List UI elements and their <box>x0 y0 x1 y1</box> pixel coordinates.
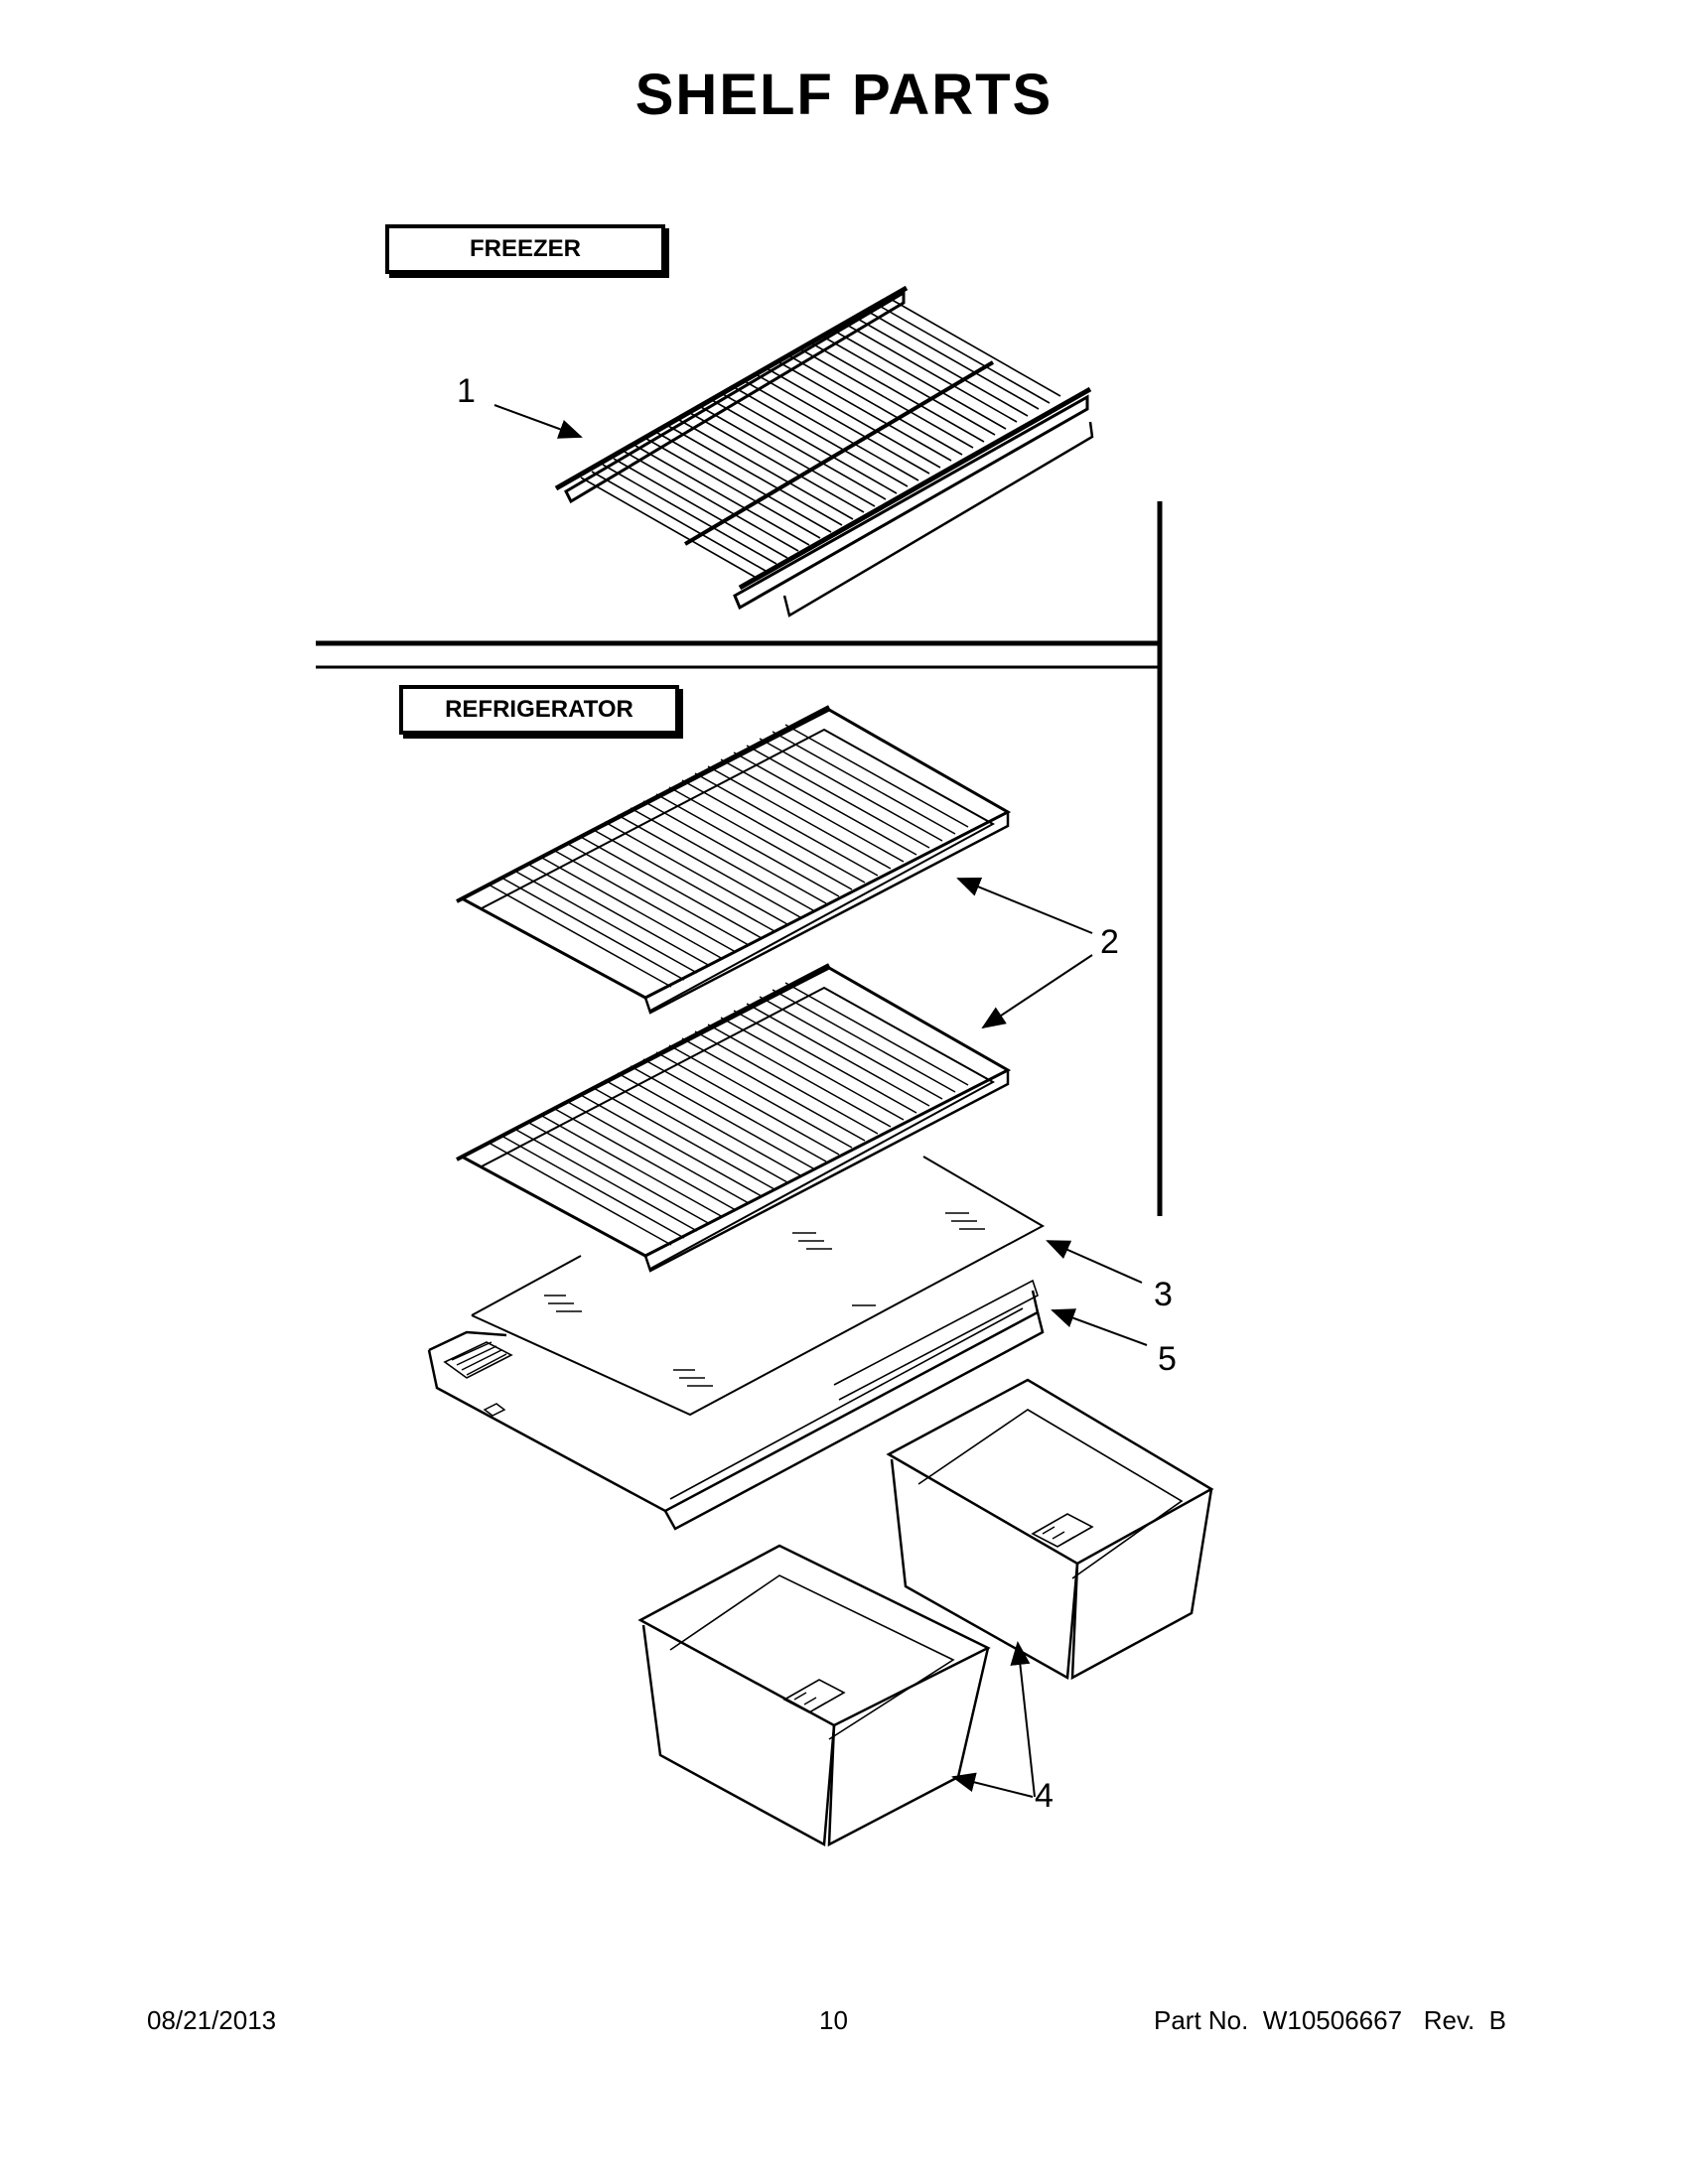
page-title: SHELF PARTS <box>634 63 1054 127</box>
refrigerator-label: REFRIGERATOR <box>399 685 679 735</box>
compartment-divider <box>316 501 1163 1216</box>
leader-arrow-5 <box>1051 1308 1148 1346</box>
callout-4: 4 <box>1035 1777 1054 1815</box>
footer-page-number: 10 <box>819 2005 848 2035</box>
leader-arrow-1 <box>493 404 583 439</box>
crisper-cover-frame <box>427 1279 1045 1531</box>
leader-arrows <box>493 404 1148 1798</box>
refrigerator-wire-shelf-lower <box>456 963 1012 1273</box>
refrigerator-wire-shelf-upper <box>456 705 1012 1015</box>
crisper-drawer-right <box>886 1378 1214 1681</box>
leader-arrow-4a <box>1010 1641 1036 1798</box>
leader-arrow-2b <box>981 954 1093 1029</box>
leader-arrow-4b <box>951 1772 1034 1798</box>
crisper-drawer-left <box>637 1544 991 1847</box>
leader-arrow-2a <box>956 878 1093 934</box>
callout-1: 1 <box>457 372 476 410</box>
leader-arrow-3 <box>1046 1240 1143 1284</box>
callout-5: 5 <box>1158 1340 1177 1378</box>
footer-date: 08/21/2013 <box>147 2005 277 2035</box>
glass-shelf-insert <box>471 1156 1046 1417</box>
footer-part-number: Part No. W10506667 Rev. B <box>1154 2005 1507 2035</box>
callout-2: 2 <box>1100 923 1119 961</box>
freezer-wire-shelf <box>554 285 1094 617</box>
freezer-label: FREEZER <box>385 224 665 274</box>
callout-3: 3 <box>1154 1276 1173 1313</box>
